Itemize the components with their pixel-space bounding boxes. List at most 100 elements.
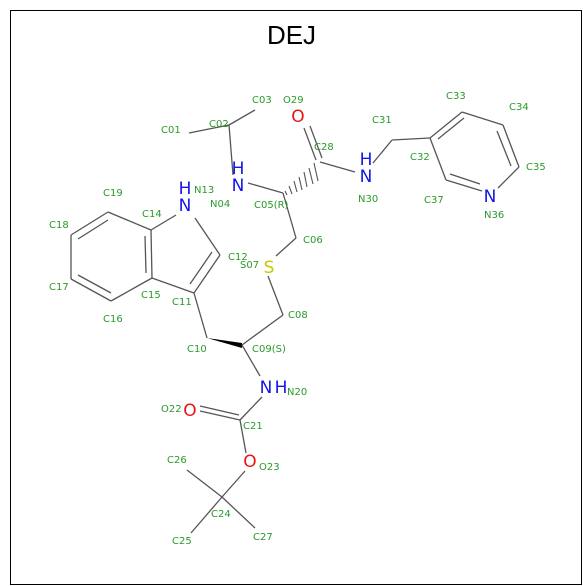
heteroatom-o22: O (183, 401, 196, 421)
heteroatom-h30: H (360, 150, 373, 170)
heteroatom-h13: H (179, 179, 192, 199)
ligand-title: DEJ (266, 20, 317, 50)
atom-label: C18 (49, 220, 69, 231)
atom-label: C15 (141, 290, 161, 301)
heteroatom-n04: N (232, 176, 245, 196)
bond-n04-c05 (247, 182, 284, 194)
atom-label: N13 (194, 185, 214, 196)
bond-n36-c37 (445, 179, 483, 192)
atom-label: S07 (240, 260, 259, 271)
bond-c31-c32 (391, 137, 431, 141)
bond-c16-c15 (110, 277, 153, 302)
atom-label: C05(R) (254, 200, 289, 211)
bond-c06-s07 (275, 237, 297, 257)
bond-c14-c15 (150, 229, 153, 279)
heteroatom-h04: H (232, 159, 245, 179)
bond-c12-n13 (194, 217, 221, 256)
atom-label: C02 (209, 119, 229, 130)
heteroatom-n36: N (484, 187, 497, 207)
bond-c24-c26 (186, 469, 223, 498)
atom-label: C21 (243, 421, 263, 432)
atom-label: C16 (103, 314, 123, 325)
bond-n36-c37-inner (449, 173, 481, 185)
atom-label: C11 (172, 297, 192, 308)
hashed-bond-c05-c28 (284, 162, 319, 196)
bond-c21-o22-b (199, 405, 240, 416)
atom-label: C25 (172, 536, 192, 547)
bond-n13-c14 (150, 214, 177, 231)
atom-label: C06 (303, 235, 323, 246)
bond-c32-c33-inner (437, 117, 465, 140)
bond-c28-o28-a (303, 127, 317, 161)
heteroatom-n20: N (260, 378, 273, 398)
atom-label: C32 (410, 152, 430, 163)
atom-label: N20 (287, 387, 307, 398)
atom-label: C17 (49, 282, 69, 293)
bond-c34-c35-inner (496, 130, 512, 167)
heteroatom-s07: S (264, 258, 275, 278)
bond-s07-c08 (267, 275, 284, 316)
atom-label: O22 (161, 404, 182, 415)
heteroatom-o28: O (291, 107, 304, 127)
atom-label: C19 (103, 188, 123, 199)
atom-label: C37 (424, 195, 444, 206)
bond-c17-c16-inner (77, 274, 112, 294)
bond-c28-n30 (319, 161, 356, 173)
heteroatom-h20: H (275, 378, 288, 398)
bond-n30-c31 (372, 139, 393, 164)
bond-c19-c18 (70, 211, 109, 236)
bond-c03-c02 (228, 109, 256, 126)
bond-c11-c12 (193, 254, 221, 294)
atom-label: C03 (252, 95, 272, 106)
atom-label: O29 (283, 95, 304, 106)
bond-c21-o23 (239, 419, 247, 454)
atom-label: C10 (187, 344, 207, 355)
atom-label: C09(S) (252, 344, 286, 355)
wedge-bond-c09-c10 (207, 338, 242, 348)
bond-c14-c15-inner (144, 235, 147, 274)
bond-c05-c06 (282, 192, 297, 239)
bond-c24-c25 (190, 496, 223, 534)
atom-label: C27 (253, 532, 273, 543)
bond-c28-o28-b (309, 125, 323, 159)
bond-c19-c18-inner (77, 219, 109, 240)
atom-label: C24 (211, 509, 231, 520)
atom-label: C35 (526, 162, 546, 173)
atom-label: N30 (358, 194, 378, 205)
bond-c11-c12-inner (189, 251, 213, 285)
atom-label: C33 (446, 91, 466, 102)
atom-label: C26 (167, 455, 187, 466)
bond-o23-c24 (221, 470, 246, 498)
bonds (70, 109, 520, 534)
bond-c14-c19 (107, 211, 152, 231)
bond-c34-c35 (502, 124, 520, 168)
atom-label: N36 (484, 210, 504, 221)
bond-c33-c34 (461, 111, 504, 126)
atom-label: N04 (210, 199, 230, 210)
bond-c09-n20 (241, 344, 261, 377)
bond-c37-c32 (429, 137, 447, 181)
heteroatom-n13: N (179, 196, 192, 216)
bond-c17-c16 (70, 278, 112, 302)
atom-label: C01 (161, 125, 181, 136)
atom-label: C28 (314, 142, 334, 153)
heteroatom-o23: O (243, 452, 256, 472)
atom-label: C08 (288, 310, 308, 321)
bond-c02-n04 (228, 124, 234, 176)
bond-c21-o22-a (199, 410, 241, 421)
atom-label: C12 (228, 252, 248, 263)
atom-label: C14 (142, 209, 162, 220)
bond-c02-c01 (188, 124, 230, 134)
atom-label: O23 (259, 462, 280, 473)
bond-c32-c33 (429, 111, 463, 139)
bond-n20-c21 (239, 396, 263, 421)
bond-c35-n36 (497, 166, 520, 189)
bond-c08-c09 (241, 314, 284, 346)
atom-label: C31 (372, 115, 392, 126)
bond-c10-c11 (193, 292, 208, 339)
heteroatom-n30: N (360, 167, 373, 187)
bond-c24-c27 (221, 496, 256, 529)
